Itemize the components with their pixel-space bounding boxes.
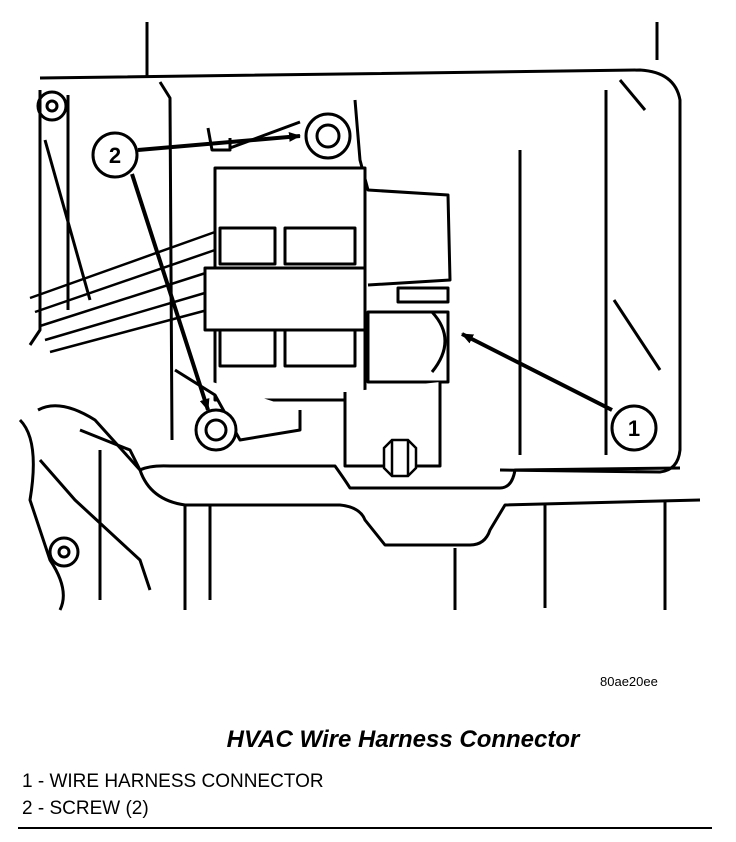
bottom-rule — [18, 827, 712, 829]
callout-1-number: 1 — [628, 416, 640, 441]
legend: 1 - WIRE HARNESS CONNECTOR 2 - SCREW (2) — [22, 768, 324, 822]
figure-title: HVAC Wire Harness Connector — [226, 726, 580, 753]
callout-1: 1 — [610, 404, 658, 452]
callout-2: 2 — [91, 131, 139, 179]
leader-lines — [130, 131, 613, 412]
connector-body — [174, 99, 452, 468]
screw-upper — [304, 112, 352, 160]
wire-bundle — [29, 230, 216, 354]
legend-item-2: 2 - SCREW (2) — [22, 798, 149, 819]
figure-code: 80ae20ee — [600, 674, 658, 689]
legend-item-1: 1 - WIRE HARNESS CONNECTOR — [22, 771, 324, 792]
callout-2-number: 2 — [109, 143, 121, 168]
hvac-connector-illustration: 2 1 — [18, 22, 701, 611]
hvac-housing — [18, 22, 701, 611]
screw-lower — [194, 408, 238, 452]
bolt-center — [382, 438, 418, 478]
